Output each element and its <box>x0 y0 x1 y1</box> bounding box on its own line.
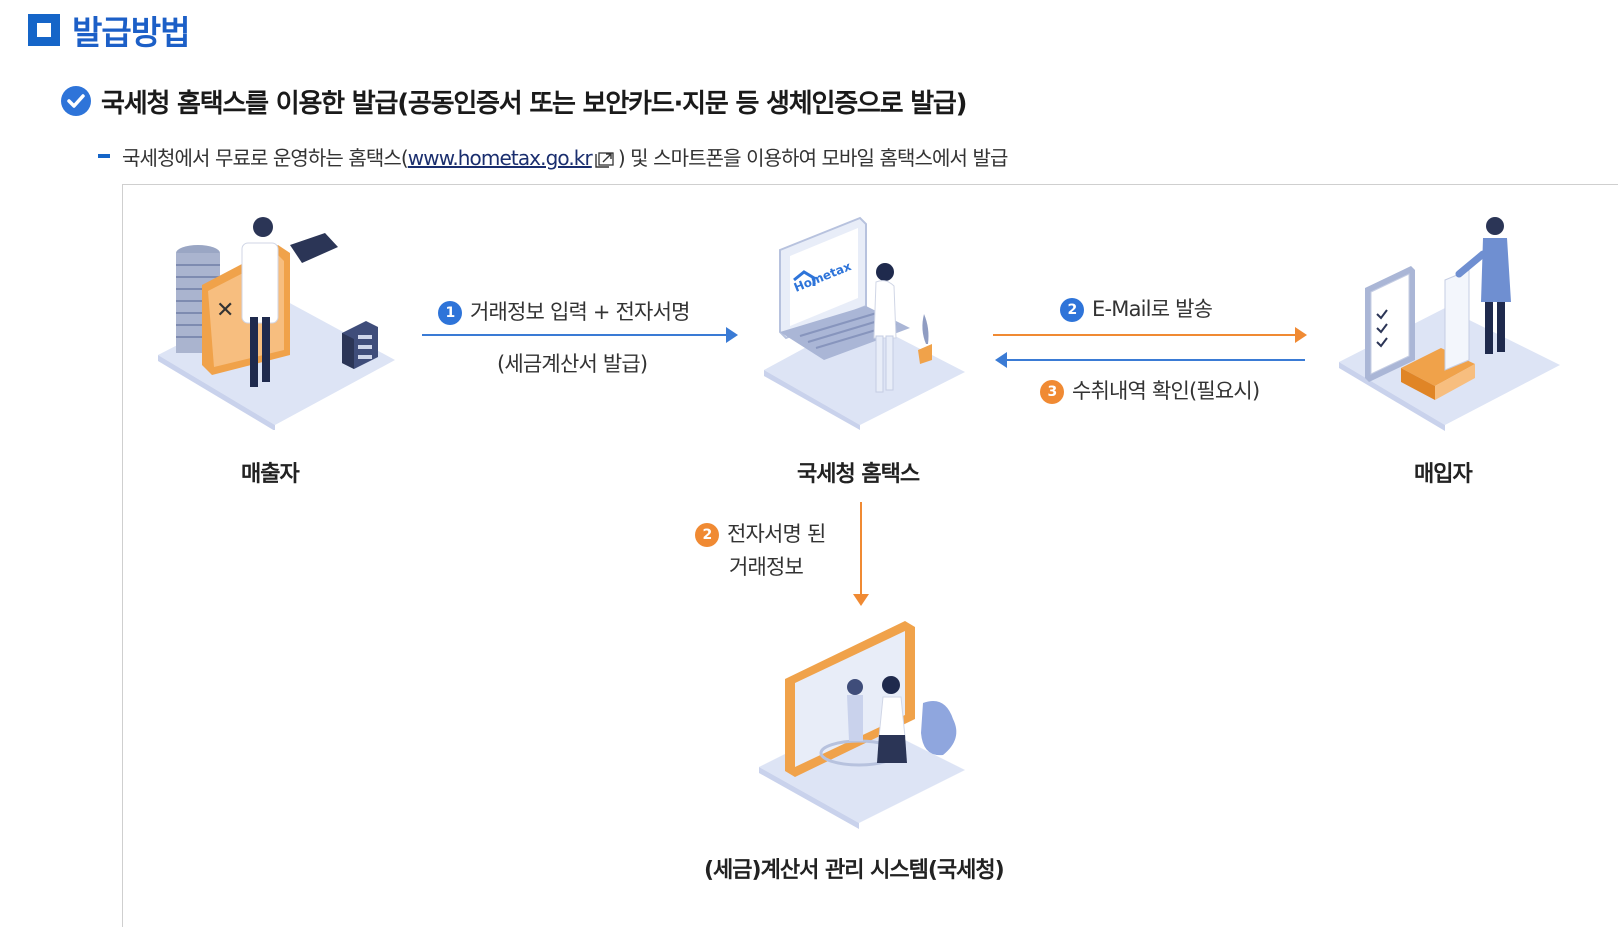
system-label: (세금)계산서 관리 시스템(국세청) <box>704 858 1005 883</box>
step-2-signed-sublabel: 거래정보 <box>729 555 804 579</box>
step-2-number: 2 <box>1060 298 1084 322</box>
subsection-title: 국세청 홈택스를 이용한 발급(공동인증서 또는 보안카드·지문 등 생체인증으… <box>101 89 968 119</box>
bullet-dash <box>98 154 110 158</box>
arrow-seller-to-hometax <box>422 327 738 343</box>
seller-illustration: ✕ <box>158 217 395 430</box>
description: 국세청에서 무료로 운영하는 홈택스(www.hometax.go.kr) 및 … <box>122 142 1008 173</box>
system-illustration <box>759 621 965 829</box>
check-circle-icon <box>61 86 91 116</box>
arrow-hometax-to-buyer <box>993 327 1307 343</box>
hometax-label: 국세청 홈택스 <box>797 462 920 487</box>
diagram-frame <box>122 184 1618 927</box>
hometax-link[interactable]: www.hometax.go.kr <box>407 146 593 170</box>
section-square-icon <box>28 14 60 46</box>
section-title: 발급방법 <box>72 13 190 52</box>
step-1-sublabel: (세금계산서 발급) <box>497 352 648 376</box>
buyer-illustration <box>1339 217 1560 431</box>
seller-label: 매출자 <box>241 462 300 487</box>
step-2b-number: 2 <box>695 523 719 547</box>
arrow-buyer-to-hometax <box>995 352 1305 368</box>
arrow-hometax-to-system <box>853 502 869 606</box>
hometax-illustration: Hometax <box>764 216 965 430</box>
step-3-number: 3 <box>1040 380 1064 404</box>
step-1-number: 1 <box>438 301 462 325</box>
external-link-icon[interactable] <box>594 149 616 173</box>
svg-text:✕: ✕ <box>216 298 234 323</box>
buyer-label: 매입자 <box>1414 462 1473 487</box>
